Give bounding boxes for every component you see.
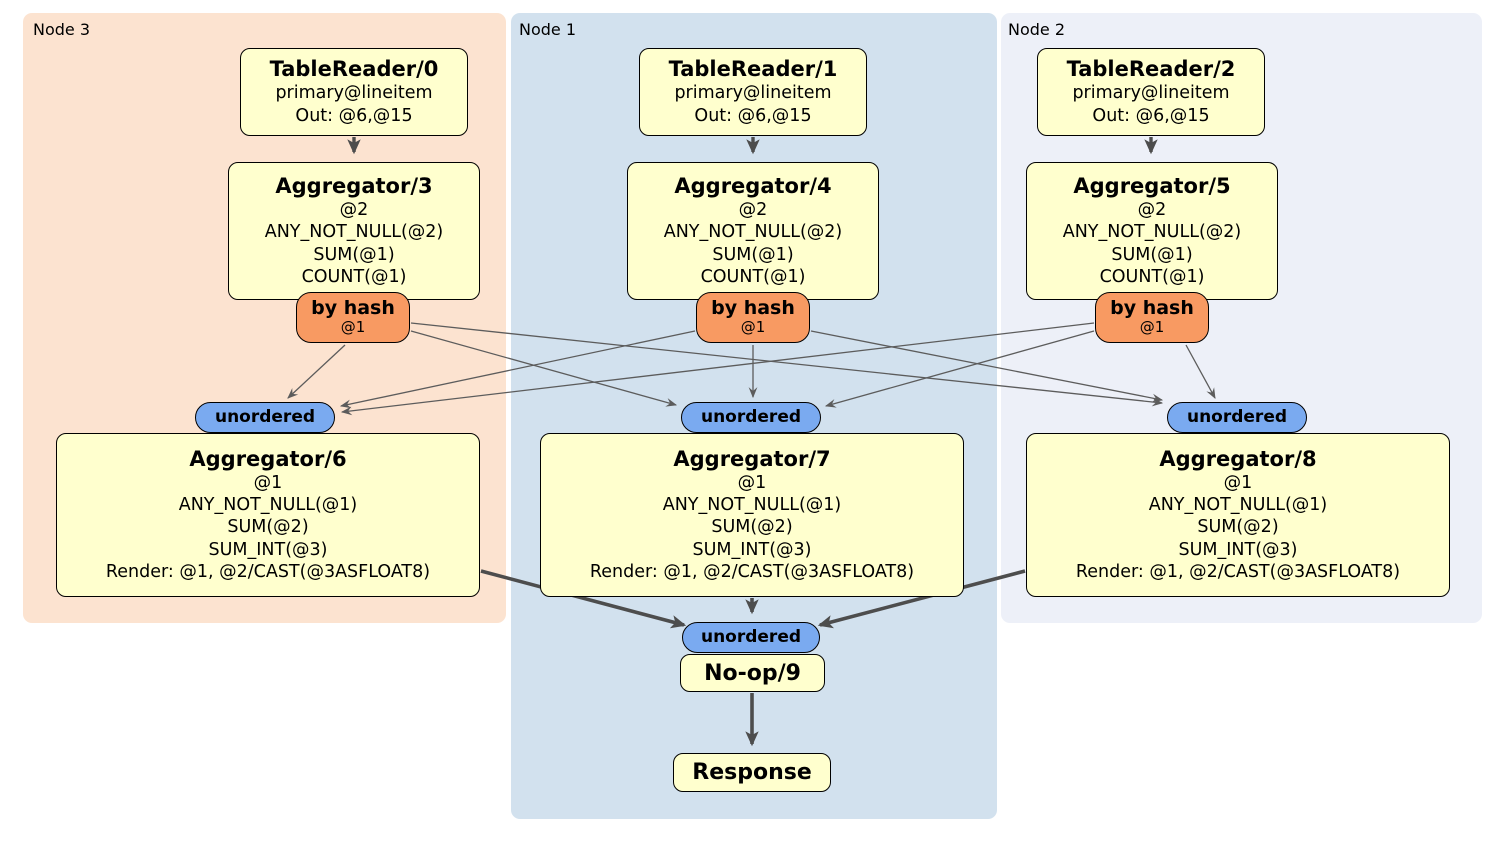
by-hash-router-4: by hash @1: [696, 292, 810, 343]
aggregator-3-box: Aggregator/3 @2 ANY_NOT_NULL(@2) SUM(@1)…: [228, 162, 480, 300]
router-detail: @1: [340, 318, 366, 337]
edge-router3-stream1: [410, 330, 678, 407]
op-title: Aggregator/6: [189, 446, 347, 471]
op-detail: @1: [253, 473, 283, 494]
op-title: Aggregator/5: [1073, 173, 1231, 198]
router-label: by hash: [711, 297, 795, 320]
aggregator-6-box: Aggregator/6 @1 ANY_NOT_NULL(@1) SUM(@2)…: [56, 433, 480, 597]
op-detail: Out: @6,@15: [1092, 105, 1210, 126]
op-detail: @2: [339, 200, 369, 221]
op-title: TableReader/1: [668, 57, 838, 82]
op-title: Aggregator/4: [674, 173, 832, 198]
op-detail: COUNT(@1): [700, 266, 806, 287]
op-detail: ANY_NOT_NULL(@2): [264, 222, 444, 243]
op-detail: @1: [737, 473, 767, 494]
node-2-label: Node 2: [1008, 20, 1066, 39]
router-detail: @1: [740, 318, 766, 337]
aggregator-5-box: Aggregator/5 @2 ANY_NOT_NULL(@2) SUM(@1)…: [1026, 162, 1278, 300]
op-detail: COUNT(@1): [301, 266, 407, 287]
op-detail: ANY_NOT_NULL(@2): [663, 222, 843, 243]
noop-9-box: No-op/9: [680, 654, 825, 692]
op-title: Aggregator/3: [275, 173, 433, 198]
op-detail: Out: @6,@15: [295, 105, 413, 126]
op-detail: SUM_INT(@3): [692, 539, 812, 560]
table-reader-0-box: TableReader/0 primary@lineitem Out: @6,@…: [240, 48, 468, 136]
op-detail: Render: @1, @2/CAST(@3ASFLOAT8): [105, 561, 431, 582]
stream-label: unordered: [214, 407, 316, 427]
op-detail: SUM(@1): [712, 244, 794, 265]
edge-router5-stream1: [824, 330, 1095, 408]
op-title: Aggregator/8: [1159, 446, 1317, 471]
op-title: TableReader/0: [269, 57, 439, 82]
op-detail: SUM(@2): [227, 517, 309, 538]
op-detail: @1: [1223, 473, 1253, 494]
unordered-stream-final: unordered: [682, 622, 820, 653]
table-reader-2-box: TableReader/2 primary@lineitem Out: @6,@…: [1037, 48, 1265, 136]
stream-label: unordered: [1186, 407, 1288, 427]
response-box: Response: [673, 753, 831, 792]
op-detail: ANY_NOT_NULL(@1): [1148, 495, 1328, 516]
node-3-label: Node 3: [33, 20, 91, 39]
op-detail: Render: @1, @2/CAST(@3ASFLOAT8): [1075, 561, 1401, 582]
edge-router3-stream2: [410, 322, 1164, 407]
op-title: TableReader/2: [1066, 57, 1236, 82]
router-label: by hash: [311, 297, 395, 320]
op-detail: SUM(@2): [1197, 517, 1279, 538]
unordered-stream-node1: unordered: [681, 402, 821, 433]
op-detail: Out: @6,@15: [694, 105, 812, 126]
edge-router5-stream2: [1185, 344, 1216, 399]
op-detail: SUM(@1): [1111, 244, 1193, 265]
edge-agg8-final: [817, 569, 1026, 629]
op-detail: @2: [738, 200, 768, 221]
edge-router5-stream3: [340, 322, 1095, 416]
op-detail: primary@lineitem: [275, 83, 433, 104]
op-detail: primary@lineitem: [674, 83, 832, 104]
op-detail: ANY_NOT_NULL(@1): [662, 495, 842, 516]
by-hash-router-3: by hash @1: [296, 292, 410, 343]
aggregator-4-box: Aggregator/4 @2 ANY_NOT_NULL(@2) SUM(@1)…: [627, 162, 879, 300]
node-1-label: Node 1: [519, 20, 577, 39]
stream-label: unordered: [700, 627, 802, 647]
op-detail: COUNT(@1): [1099, 266, 1205, 287]
op-detail: Render: @1, @2/CAST(@3ASFLOAT8): [589, 561, 915, 582]
stream-label: unordered: [700, 407, 802, 427]
op-detail: ANY_NOT_NULL(@2): [1062, 222, 1242, 243]
edge-router4-stream2: [810, 330, 1164, 403]
aggregator-7-box: Aggregator/7 @1 ANY_NOT_NULL(@1) SUM(@2)…: [540, 433, 964, 597]
aggregator-8-box: Aggregator/8 @1 ANY_NOT_NULL(@1) SUM(@2)…: [1026, 433, 1450, 597]
op-detail: ANY_NOT_NULL(@1): [178, 495, 358, 516]
router-detail: @1: [1139, 318, 1165, 337]
op-title: Aggregator/7: [673, 446, 831, 471]
edge-router3-stream3: [287, 344, 346, 399]
op-detail: SUM_INT(@3): [208, 539, 328, 560]
edge-router4-stream3: [339, 330, 696, 409]
unordered-stream-node3: unordered: [195, 402, 335, 433]
op-detail: @2: [1137, 200, 1167, 221]
op-detail: SUM(@1): [313, 244, 395, 265]
router-label: by hash: [1110, 297, 1194, 320]
op-title: Response: [692, 760, 812, 785]
op-detail: primary@lineitem: [1072, 83, 1230, 104]
unordered-stream-node2: unordered: [1167, 402, 1307, 433]
table-reader-1-box: TableReader/1 primary@lineitem Out: @6,@…: [639, 48, 867, 136]
by-hash-router-5: by hash @1: [1095, 292, 1209, 343]
edge-agg6-final: [480, 569, 687, 629]
op-detail: SUM(@2): [711, 517, 793, 538]
op-detail: SUM_INT(@3): [1178, 539, 1298, 560]
op-title: No-op/9: [704, 660, 801, 686]
